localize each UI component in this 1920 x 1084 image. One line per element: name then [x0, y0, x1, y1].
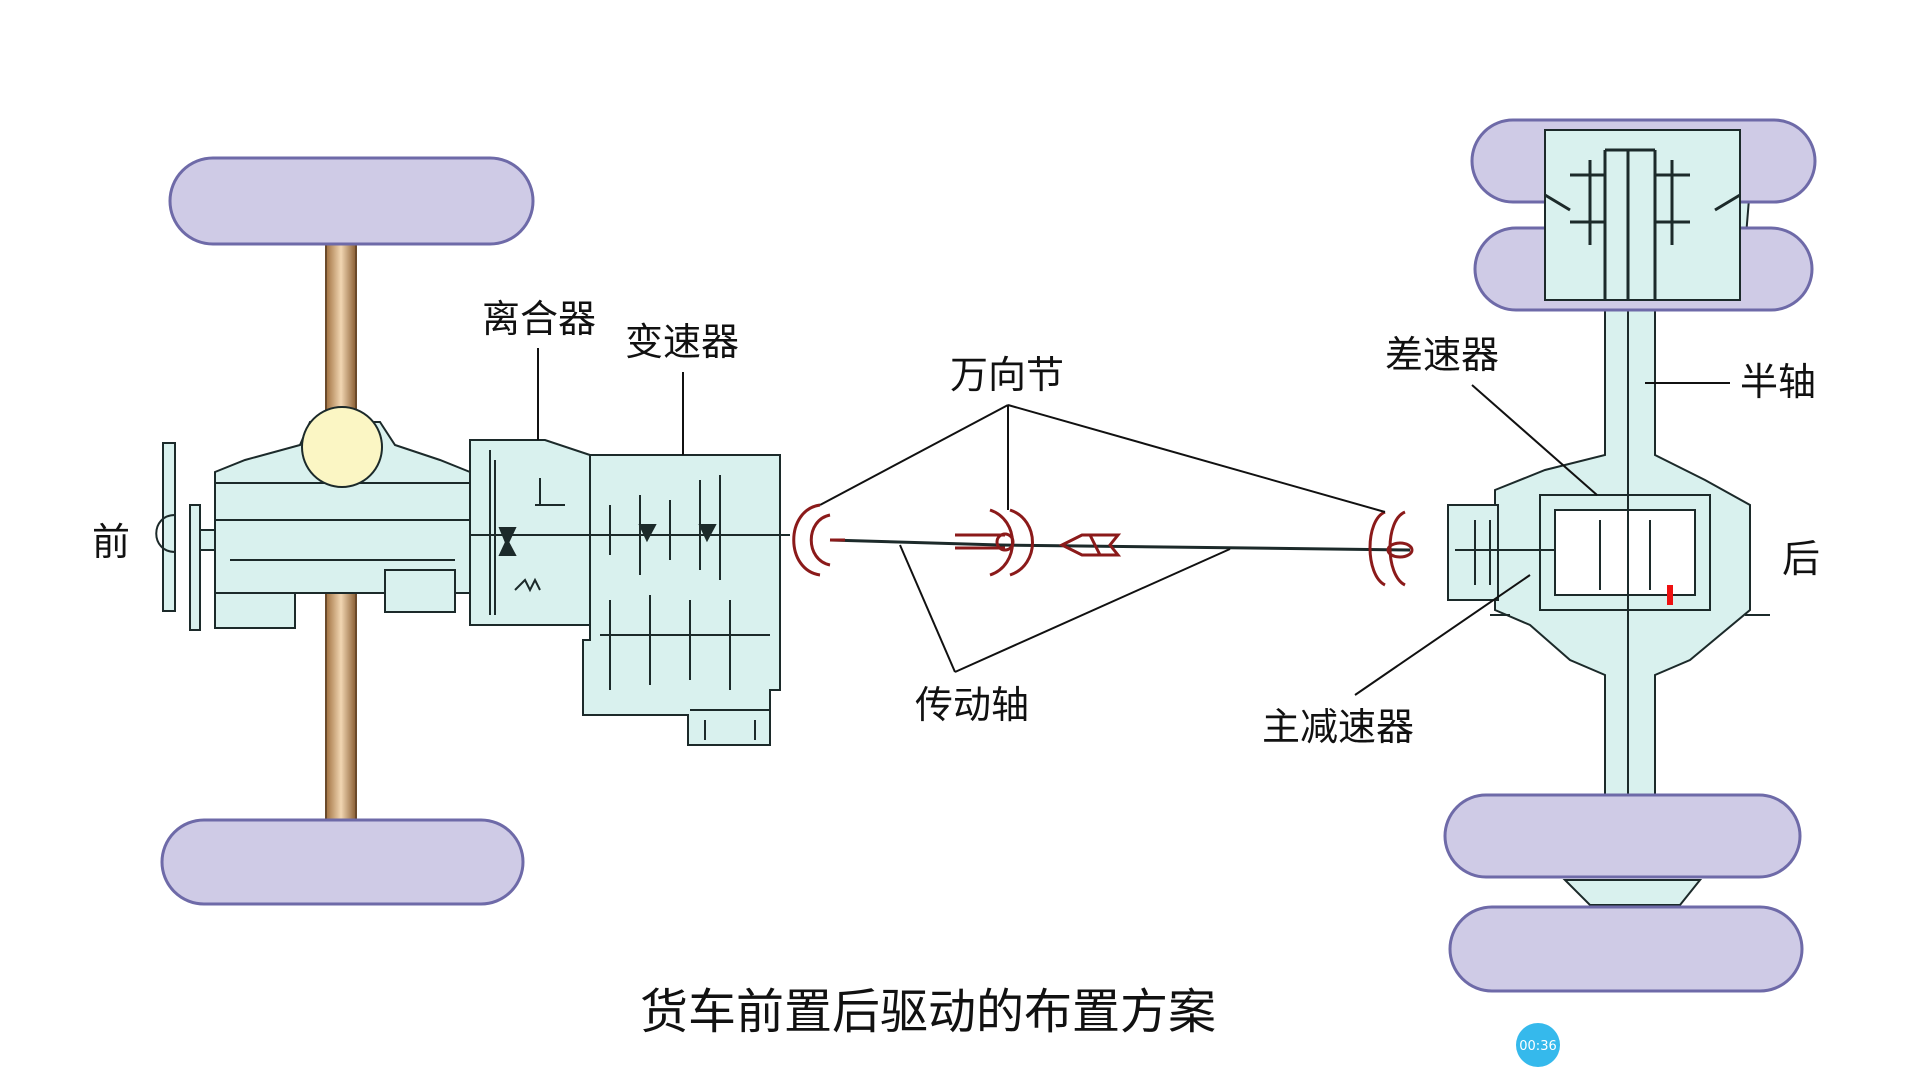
rear-hub-right	[1562, 879, 1703, 906]
leader-lines	[537, 348, 1730, 696]
playback-timer-badge[interactable]: 00:36	[1516, 1023, 1560, 1067]
rear-right-outer-tire	[1443, 793, 1802, 879]
front-left-tire	[168, 156, 535, 246]
rear-axle-housing	[1447, 149, 1770, 796]
label-differential: 差速器	[1385, 333, 1499, 377]
rear-left-hub-overlay	[1544, 129, 1741, 301]
label-universal-joint: 万向节	[950, 353, 1064, 397]
engine-air-cleaner	[301, 406, 383, 488]
label-front: 前	[92, 520, 130, 564]
clutch-housing	[469, 439, 600, 626]
label-rear: 后	[1782, 537, 1820, 581]
playback-timer-text: 00:36	[1519, 1039, 1556, 1054]
rear-right-inner-tire	[1448, 905, 1804, 993]
front-right-tire	[160, 818, 525, 906]
drive-shaft-rear	[999, 543, 1411, 552]
universal-joint-rear	[1368, 510, 1414, 587]
fan	[155, 442, 201, 631]
slip-joint	[1058, 533, 1122, 557]
drive-shaft-front	[829, 538, 1001, 547]
gearbox-housing	[582, 454, 790, 746]
label-clutch: 离合器	[482, 297, 596, 341]
label-drive-shaft: 传动轴	[915, 683, 1029, 727]
label-half-shaft: 半轴	[1740, 360, 1816, 404]
universal-joint-front	[792, 503, 845, 577]
rear-left-hub-detail	[1544, 148, 1741, 300]
universal-joint-middle	[955, 508, 1034, 577]
differential-marker	[1667, 585, 1673, 605]
label-gearbox: 变速器	[625, 320, 739, 364]
label-final-drive: 主减速器	[1262, 705, 1414, 749]
diagram-caption: 货车前置后驱动的布置方案	[640, 984, 1216, 1040]
